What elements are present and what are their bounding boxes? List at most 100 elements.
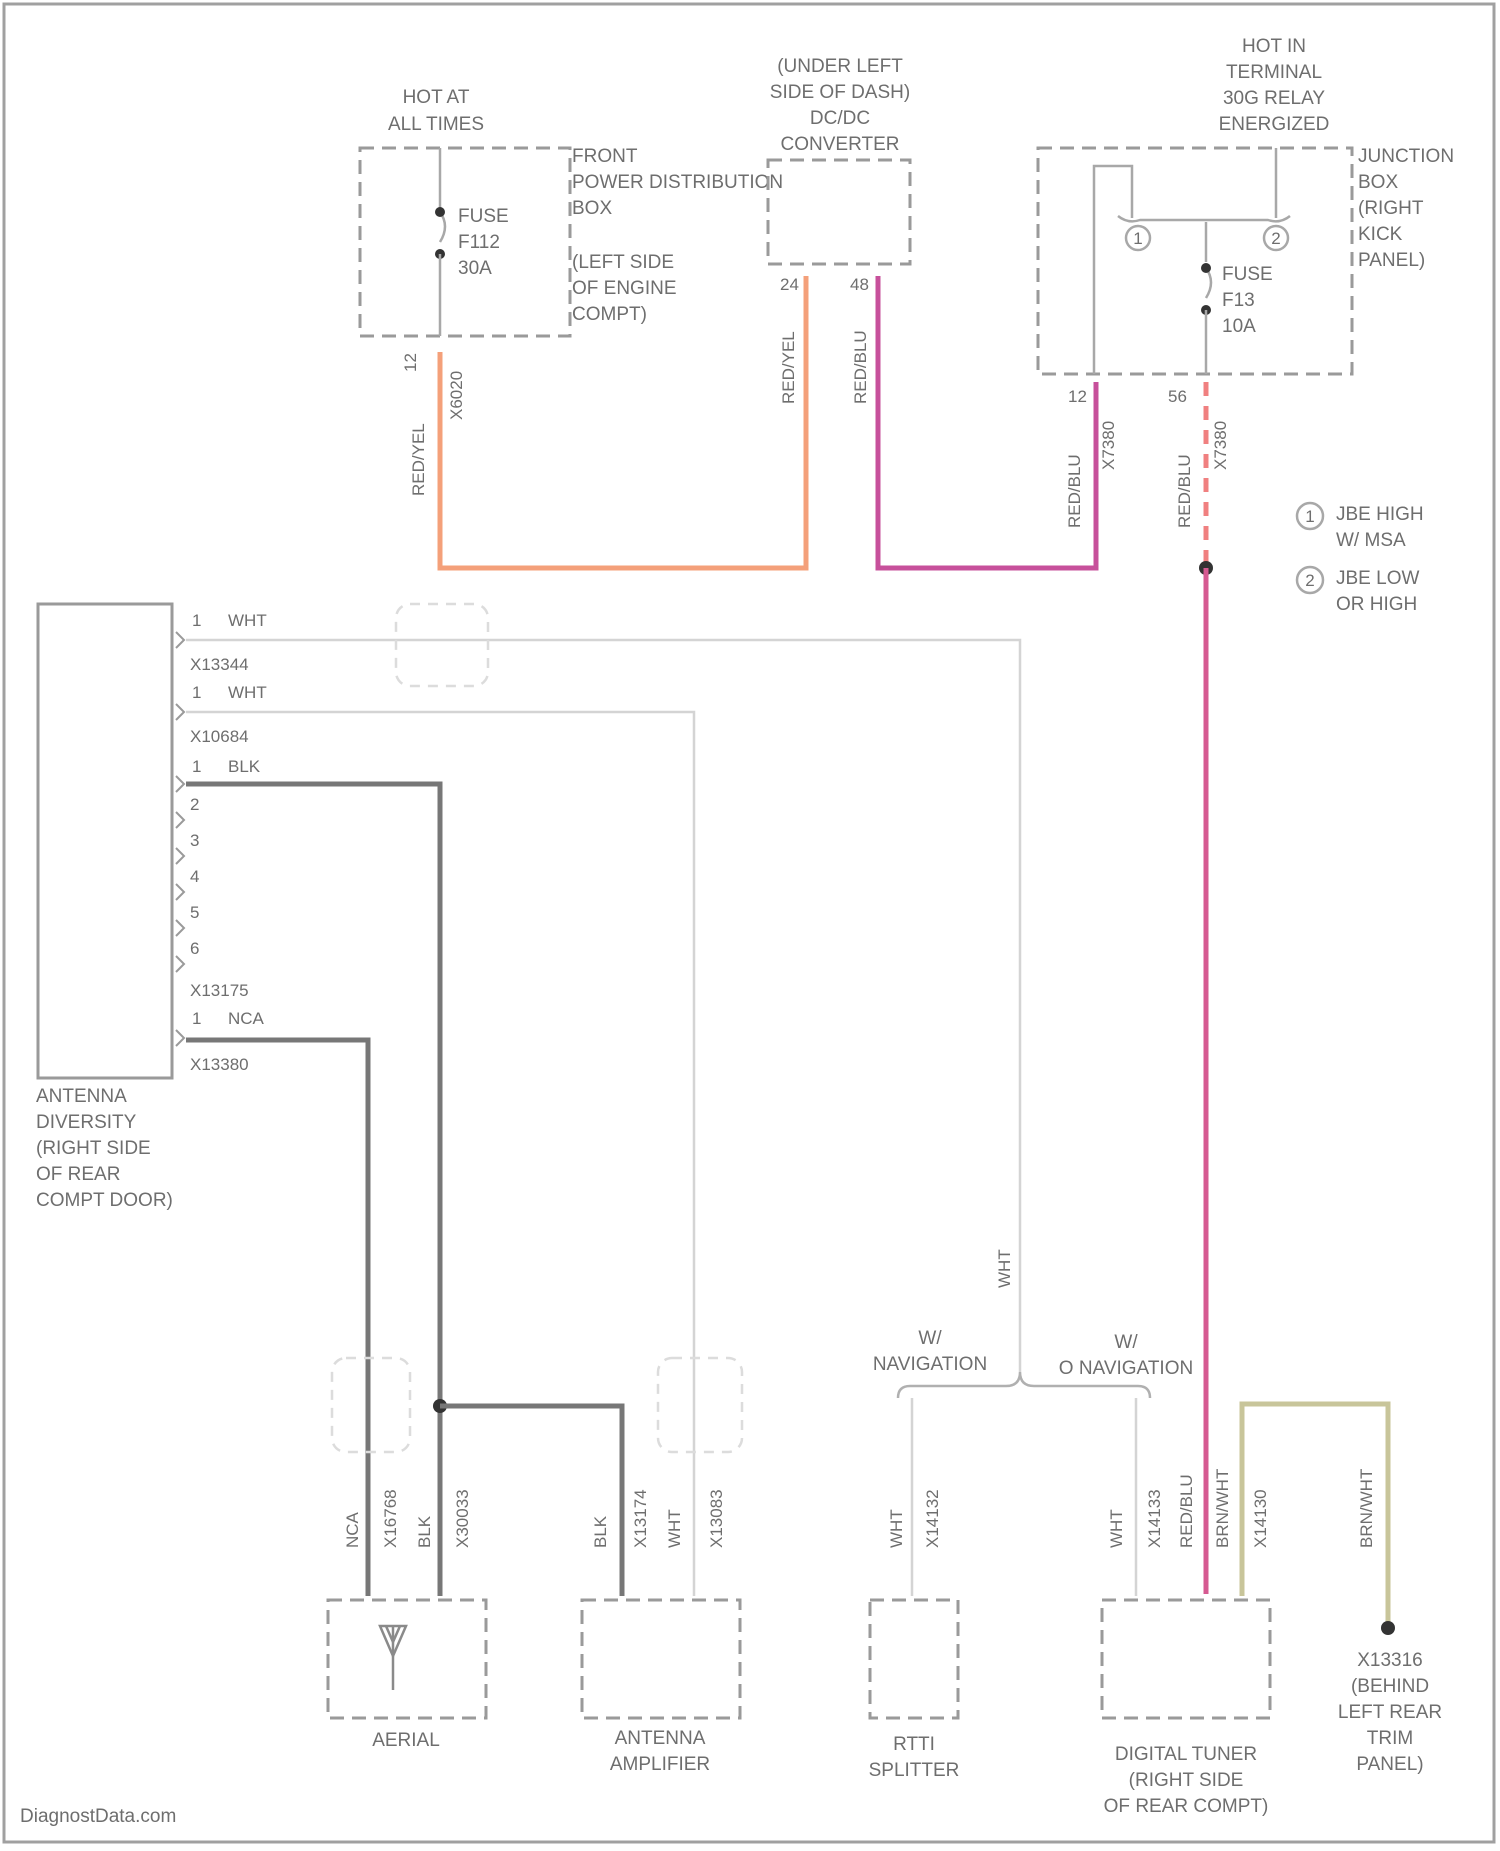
wl-x13083: X13083 [707, 1489, 726, 1548]
aerial-box [328, 1600, 486, 1718]
antenna-diversity-pins: 1 WHT X13344 1 WHT X10684 1 BLK 2 3 4 5 … [190, 611, 267, 1074]
front-pdb-label: FRONT POWER DISTRIBUTION BOX [572, 146, 783, 219]
svg-text:ENERGIZED: ENERGIZED [1219, 114, 1330, 135]
svg-text:30A: 30A [458, 258, 492, 279]
svg-text:KICK: KICK [1358, 224, 1403, 245]
aerial-label: AERIAL [372, 1730, 440, 1751]
svg-text:OF REAR: OF REAR [36, 1164, 120, 1185]
wl-nca: NCA [343, 1511, 362, 1548]
front-pdb-location: (LEFT SIDE OF ENGINE COMPT) [572, 252, 677, 325]
antenna-amplifier-box [582, 1600, 740, 1718]
svg-text:FUSE: FUSE [1222, 264, 1273, 285]
jb-option-2-num: 2 [1271, 229, 1280, 248]
svg-text:6: 6 [190, 939, 199, 958]
svg-text:BOX: BOX [1358, 172, 1398, 193]
svg-text:PANEL): PANEL) [1358, 250, 1425, 271]
hot-in-terminal-label: HOT IN TERMINAL 30G RELAY ENERGIZED [1219, 36, 1330, 135]
svg-text:SIDE OF DASH): SIDE OF DASH) [770, 82, 910, 103]
wire-diversity-blk [186, 784, 440, 1596]
svg-text:BLK: BLK [228, 757, 261, 776]
svg-text:PANEL): PANEL) [1356, 1754, 1423, 1775]
rtti-splitter-label: RTTI SPLITTER [869, 1734, 960, 1781]
digital-tuner-label: DIGITAL TUNER (RIGHT SIDE OF REAR COMPT) [1104, 1744, 1269, 1817]
svg-text:JBE LOW: JBE LOW [1336, 568, 1419, 589]
svg-text:X13380: X13380 [190, 1055, 249, 1074]
svg-text:NAVIGATION: NAVIGATION [873, 1354, 987, 1375]
svg-text:X13344: X13344 [190, 655, 249, 674]
svg-text:3: 3 [190, 831, 199, 850]
svg-text:OF REAR COMPT): OF REAR COMPT) [1104, 1796, 1269, 1817]
svg-text:NCA: NCA [228, 1009, 265, 1028]
jb-right-pin: 56 [1168, 387, 1187, 406]
svg-text:TERMINAL: TERMINAL [1226, 62, 1322, 83]
svg-text:TRIM: TRIM [1367, 1728, 1413, 1749]
jb-selector-bar [1118, 216, 1290, 221]
svg-text:(LEFT SIDE: (LEFT SIDE [572, 252, 674, 273]
antenna-diversity-box [38, 604, 172, 1078]
svg-text:DIVERSITY: DIVERSITY [36, 1112, 137, 1133]
dcdc-converter-box [768, 160, 910, 264]
legend-2-text: JBE LOW OR HIGH [1336, 568, 1419, 615]
svg-text:30G RELAY: 30G RELAY [1223, 88, 1325, 109]
wire-label-red-blu-1: RED/BLU [851, 330, 870, 404]
svg-text:2: 2 [190, 795, 199, 814]
svg-text:RTTI: RTTI [893, 1734, 935, 1755]
svg-text:SPLITTER: SPLITTER [869, 1760, 960, 1781]
dcdc-pin-48: 48 [850, 275, 869, 294]
wire-label-red-blu-2: RED/BLU [1065, 454, 1084, 528]
hot-at-all-times-label: HOT AT ALL TIMES [388, 87, 484, 135]
rtti-splitter-box [870, 1600, 958, 1718]
svg-text:(RIGHT: (RIGHT [1358, 198, 1424, 219]
jb-left-branch [1094, 166, 1132, 374]
wl-x14130: X14130 [1251, 1489, 1270, 1548]
svg-text:O NAVIGATION: O NAVIGATION [1059, 1358, 1193, 1379]
svg-text:10A: 10A [1222, 316, 1256, 337]
inline-connector-top [396, 604, 488, 686]
svg-text:X10684: X10684 [190, 727, 249, 746]
svg-text:COMPT): COMPT) [572, 304, 647, 325]
wl-x16768: X16768 [381, 1489, 400, 1548]
wire-label-red-blu-3: RED/BLU [1175, 454, 1194, 528]
svg-text:JBE HIGH: JBE HIGH [1336, 504, 1424, 525]
nav-without-label: W/ O NAVIGATION [1059, 1332, 1193, 1379]
svg-text:LEFT REAR: LEFT REAR [1338, 1702, 1442, 1723]
wire-label-wht-nav: WHT [995, 1249, 1014, 1288]
svg-text:1: 1 [192, 611, 201, 630]
wire-label-x7380-b: X7380 [1211, 421, 1230, 470]
wl-blk-2: BLK [591, 1515, 610, 1548]
svg-text:HOT IN: HOT IN [1242, 36, 1306, 57]
antenna-diversity-label: ANTENNA DIVERSITY (RIGHT SIDE OF REAR CO… [36, 1086, 173, 1211]
wl-wht-1: WHT [665, 1509, 684, 1548]
svg-text:(RIGHT SIDE: (RIGHT SIDE [36, 1138, 151, 1159]
svg-text:(RIGHT SIDE: (RIGHT SIDE [1129, 1770, 1244, 1791]
dcdc-converter-label: (UNDER LEFT SIDE OF DASH) DC/DC CONVERTE… [770, 56, 910, 155]
svg-text:ALL TIMES: ALL TIMES [388, 114, 484, 135]
wl-blk-1: BLK [415, 1515, 434, 1548]
wire-label-pin-12: 12 [401, 353, 420, 372]
svg-text:DC/DC: DC/DC [810, 108, 870, 129]
digital-tuner-box [1102, 1600, 1270, 1718]
wire-label-x6020: X6020 [447, 371, 466, 420]
svg-text:5: 5 [190, 903, 199, 922]
jb-option-1-num: 1 [1133, 229, 1142, 248]
fuse-f112-dot-top [435, 207, 445, 217]
svg-text:HOT AT: HOT AT [403, 87, 470, 108]
fuse-f112-label: FUSE F112 30A [458, 206, 509, 279]
fuse-f13-dot-top [1201, 263, 1211, 273]
svg-text:POWER DISTRIBUTION: POWER DISTRIBUTION [572, 172, 783, 193]
svg-text:WHT: WHT [228, 611, 267, 630]
inline-connector-amp [658, 1358, 742, 1452]
dcdc-pin-24: 24 [780, 275, 799, 294]
wl-x13174: X13174 [631, 1489, 650, 1548]
svg-text:FUSE: FUSE [458, 206, 509, 227]
wl-x30033: X30033 [453, 1489, 472, 1548]
pin-ticks [176, 632, 184, 1046]
fuse-f13-label: FUSE F13 10A [1222, 264, 1273, 337]
svg-text:1: 1 [192, 757, 201, 776]
legend-2-symbol: 2 [1305, 571, 1314, 590]
wl-wht-3: WHT [1107, 1509, 1126, 1548]
wire-dcdc-to-jb-magenta [878, 276, 1096, 568]
wl-brn-wht-1: BRN/WHT [1213, 1469, 1232, 1548]
svg-text:COMPT DOOR): COMPT DOOR) [36, 1190, 173, 1211]
